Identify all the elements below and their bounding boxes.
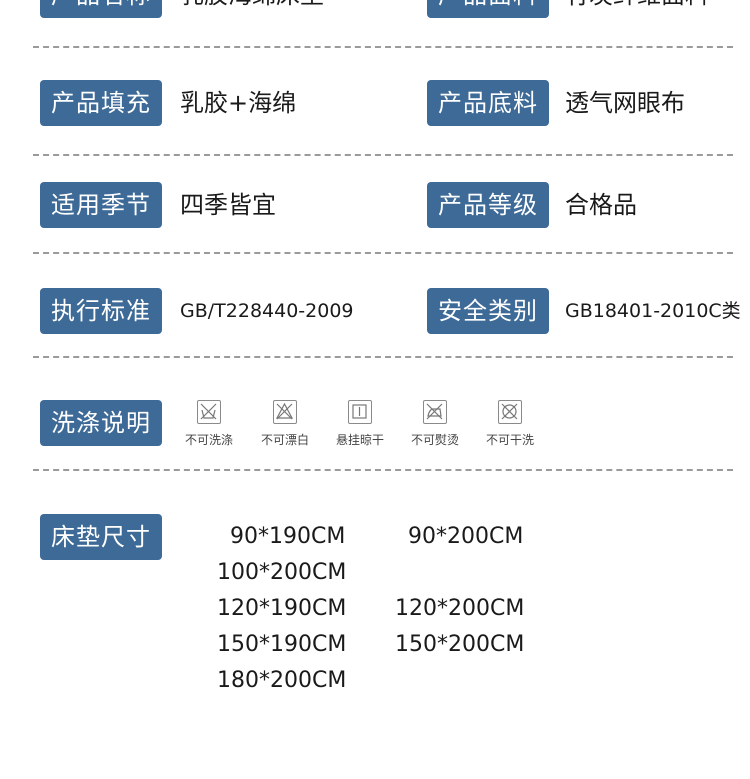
care-no-bleach: 不可漂白 [245,400,325,448]
spec-row-standard: 执行标准 GB/T228440-2009 安全类别 GB18401-2010C类 [0,288,750,334]
size-item: 90*200CM [408,524,524,549]
product-filling-tag: 产品填充 [40,80,162,126]
size-item: 90*190CM [230,524,346,549]
washing-row: 洗涤说明 不可洗涤 不可漂白 悬挂晾干 [0,400,750,450]
divider [33,469,733,471]
grade-tag: 产品等级 [427,182,549,228]
washing-tag: 洗涤说明 [40,400,162,446]
no-bleach-icon [273,400,297,424]
size-item: 150*190CM [217,632,347,657]
divider [33,46,733,48]
safety-tag: 安全类别 [427,288,549,334]
spec-row-name: 产品名称 乳胶海绵床垫 产品面料 竹炭纤维面料 [0,0,750,18]
size-item: 120*190CM [217,596,347,621]
season-value: 四季皆宜 [180,191,276,219]
product-name-value: 乳胶海绵床垫 [180,0,324,18]
size-tag: 床垫尺寸 [40,514,162,560]
size-item: 120*200CM [395,596,525,621]
care-no-wash: 不可洗涤 [169,400,249,448]
divider [33,356,733,358]
product-filling-value: 乳胶+海绵 [180,89,297,117]
product-name-tag: 产品名称 [40,0,162,18]
size-item: 150*200CM [395,632,525,657]
safety-value: GB18401-2010C类 [565,300,741,322]
no-wash-icon [197,400,221,424]
hang-dry-icon [348,400,372,424]
standard-tag: 执行标准 [40,288,162,334]
care-no-dry-clean: 不可干洗 [470,400,550,448]
care-hang-dry: 悬挂晾干 [320,400,400,448]
product-fabric-value: 竹炭纤维面料 [565,0,709,18]
size-item: 100*200CM [217,560,347,585]
divider [33,252,733,254]
size-item: 180*200CM [217,668,347,693]
standard-value: GB/T228440-2009 [180,300,354,322]
product-base-value: 透气网眼布 [565,89,685,117]
size-section: 床垫尺寸 90*190CM 90*200CM 100*200CM 120*190… [0,514,750,714]
spec-row-filling: 产品填充 乳胶+海绵 产品底料 透气网眼布 [0,80,750,126]
no-dry-clean-icon [498,400,522,424]
product-fabric-tag: 产品面料 [427,0,549,18]
spec-row-season: 适用季节 四季皆宜 产品等级 合格品 [0,182,750,228]
season-tag: 适用季节 [40,182,162,228]
care-no-iron: 不可熨烫 [395,400,475,448]
divider [33,154,733,156]
grade-value: 合格品 [565,191,637,219]
no-iron-icon [423,400,447,424]
product-base-tag: 产品底料 [427,80,549,126]
